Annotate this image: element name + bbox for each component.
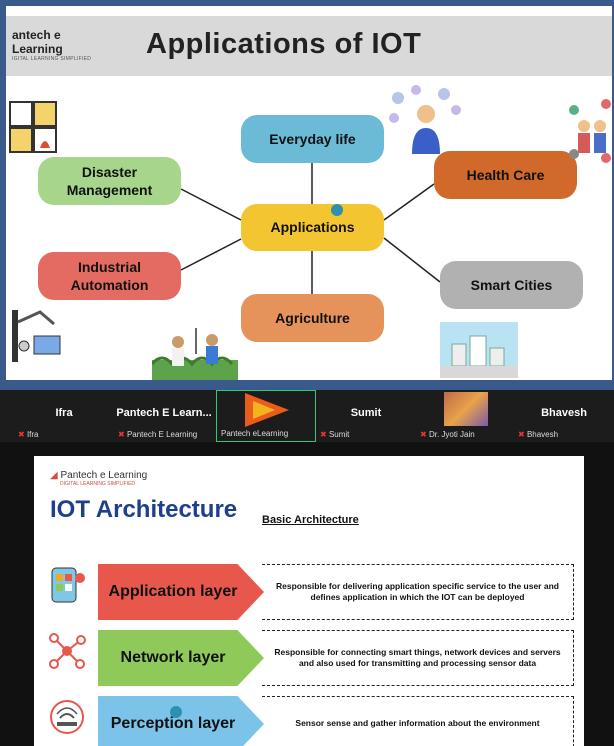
architecture-slide: ◢ Pantech e Learning DIGITAL LEARNING SI… xyxy=(34,456,584,746)
application-layer: Application layer xyxy=(98,564,264,620)
cursor-icon xyxy=(170,706,182,718)
node-disaster-management: Disaster Management xyxy=(38,157,181,205)
perception-layer-description: Sensor sense and gather information abou… xyxy=(262,696,574,746)
participant-tile-jyoti[interactable]: ✖ Dr. Jyoti Jain xyxy=(416,390,516,442)
slide-subtitle: Basic Architecture xyxy=(262,514,359,526)
mic-muted-icon: ✖ xyxy=(518,430,525,439)
avatar xyxy=(444,392,488,426)
participant-name: Sumit xyxy=(350,407,382,419)
participant-sub: Ifra xyxy=(26,430,39,439)
node-industrial-automation: Industrial Automation xyxy=(38,252,181,300)
perception-layer-icon xyxy=(50,700,84,734)
applications-slide: antech e Learning IGITAL LEARNING SIMPLI… xyxy=(6,6,612,380)
logo-text: antech e Learning xyxy=(12,28,63,56)
participant-sub: Sumit xyxy=(328,430,350,439)
network-layer-description: Responsible for connecting smart things,… xyxy=(262,630,574,686)
participant-label: ✖ Bhavesh xyxy=(518,430,558,439)
logo-text: Pantech e Learning xyxy=(60,470,148,481)
mic-muted-icon: ✖ xyxy=(118,430,125,439)
perception-layer: Perception layer xyxy=(98,696,264,746)
title-bar xyxy=(6,16,612,76)
node-applications: Applications xyxy=(241,204,384,251)
participant-label: ✖ Pantech E Learning xyxy=(118,430,197,439)
everyday-life-person-icon xyxy=(389,85,461,154)
participant-name: Bhavesh xyxy=(541,407,587,419)
participant-tile-ifra[interactable]: Ifra ✖ Ifra xyxy=(14,390,114,442)
logo-tagline: IGITAL LEARNING SIMPLIFIED xyxy=(12,56,92,62)
connector-lines xyxy=(180,163,441,294)
cursor-icon xyxy=(331,204,343,216)
network-layer: Network layer xyxy=(98,630,264,686)
logo-tagline: DIGITAL LEARNING SIMPLIFIED xyxy=(60,481,136,487)
participant-sub: Bhavesh xyxy=(526,430,559,439)
network-layer-icon xyxy=(49,633,86,669)
participant-label: ✖ Sumit xyxy=(320,430,349,439)
node-everyday-life: Everyday life xyxy=(241,115,384,163)
participant-sub: Pantech E Learning xyxy=(126,430,198,439)
slide-title: Applications of IOT xyxy=(146,28,422,60)
participant-tile-bhavesh[interactable]: Bhavesh ✖ Bhavesh xyxy=(514,390,614,442)
pantech-logo: ◢ Pantech e Learning DIGITAL LEARNING SI… xyxy=(50,470,147,487)
participant-tile-sumit[interactable]: Sumit ✖ Sumit xyxy=(316,390,416,442)
participant-label: ✖ Ifra xyxy=(18,430,39,439)
mic-muted-icon: ✖ xyxy=(18,430,25,439)
health-care-people-icon xyxy=(569,99,611,163)
participant-name: Ifra xyxy=(55,407,73,419)
smart-city-icon xyxy=(440,322,518,378)
node-smart-cities: Smart Cities xyxy=(440,261,583,309)
node-health-care: Health Care xyxy=(434,151,577,199)
participant-name: Pantech E Learn... xyxy=(116,407,212,419)
node-agriculture: Agriculture xyxy=(241,294,384,342)
pantech-logo-icon xyxy=(245,393,289,427)
slide-title: IOT Architecture xyxy=(50,496,238,523)
participant-sub: Pantech eLearning xyxy=(221,429,289,438)
mic-muted-icon: ✖ xyxy=(320,430,327,439)
industrial-robot-icon xyxy=(12,310,61,362)
participant-sub: Dr. Jyoti Jain xyxy=(428,430,475,439)
architecture-slide-frame: ◢ Pantech e Learning DIGITAL LEARNING SI… xyxy=(0,442,614,746)
pantech-logo: antech e Learning IGITAL LEARNING SIMPLI… xyxy=(12,28,112,62)
mic-muted-icon: ✖ xyxy=(420,430,427,439)
disaster-illustration-icon xyxy=(9,101,57,153)
participant-strip: Ifra ✖ Ifra Pantech E Learn... ✖ Pantech… xyxy=(0,390,614,442)
participant-tile-active-speaker[interactable]: Pantech eLearning xyxy=(216,390,316,442)
logo-mark-icon: ◢ xyxy=(50,470,58,481)
agriculture-farmers-icon xyxy=(152,328,238,380)
participant-tile-pantech[interactable]: Pantech E Learn... ✖ Pantech E Learning xyxy=(114,390,214,442)
participant-label: ✖ Dr. Jyoti Jain xyxy=(420,430,475,439)
application-layer-icon xyxy=(51,567,85,603)
application-layer-description: Responsible for delivering application s… xyxy=(262,564,574,620)
